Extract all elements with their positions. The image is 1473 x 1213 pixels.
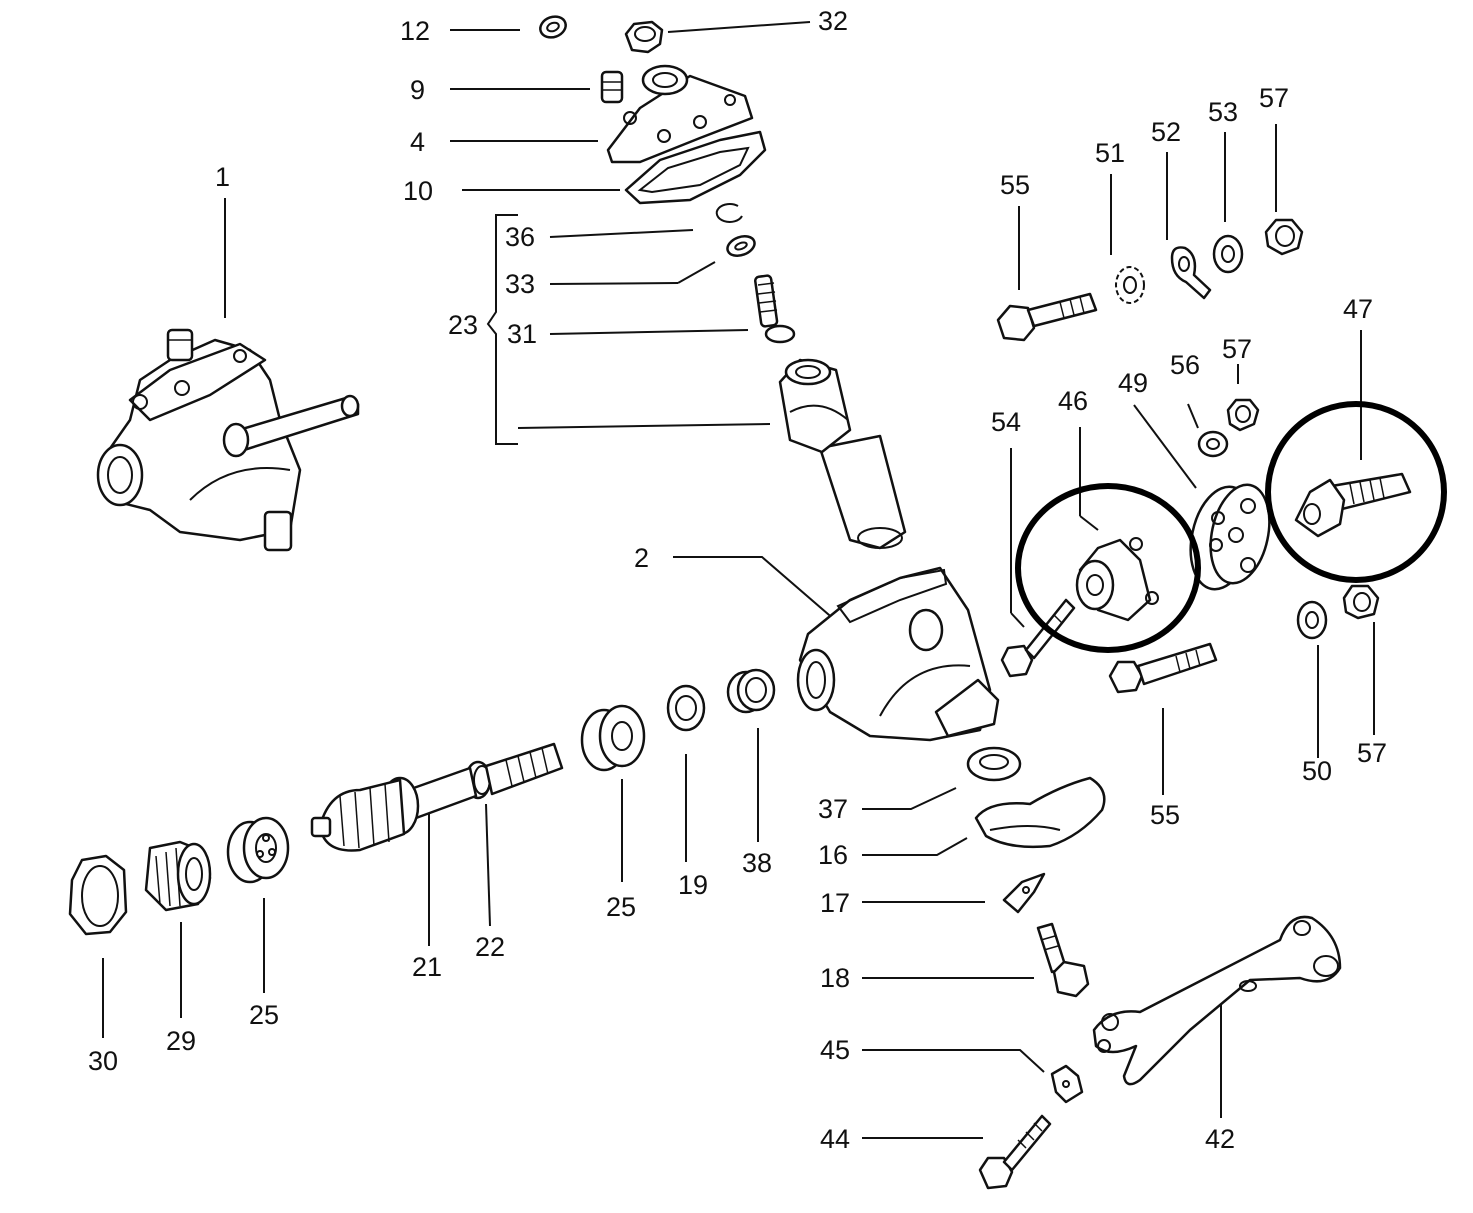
callout-51: 51 [1095,138,1125,168]
highlight-circles [1015,401,1447,653]
callout-19: 19 [678,870,708,900]
part-46-flange [1075,537,1159,622]
callout-4: 4 [410,127,425,157]
part-18-bolt [1036,922,1090,998]
part-16-guide [974,776,1106,849]
callout-17: 17 [820,888,850,918]
callout-9: 9 [410,75,425,105]
callout-2: 2 [634,543,649,573]
callout-38: 38 [742,848,772,878]
part-30-lock-nut [68,854,128,936]
callout-30: 30 [88,1046,118,1076]
callout-36: 36 [505,222,535,252]
callout-12: 12 [400,16,430,46]
part-45-lock-washer [1050,1064,1084,1104]
part-52-tab-washer [1170,246,1212,300]
part-19-washer [666,684,706,732]
part-51-lock-washer [1115,266,1145,304]
part-49-flexible-coupling [1189,483,1271,591]
callout-50: 50 [1302,756,1332,786]
part-47-coupling-shaft [1294,472,1412,538]
part-57-nut-upper [1264,218,1304,256]
part-36-circlip [715,202,743,223]
callout-32: 32 [818,6,848,36]
callout-52: 52 [1151,117,1181,147]
callout-31: 31 [507,319,537,349]
part-17-lock-plate [1002,872,1046,914]
callout-25-lower: 25 [249,1000,279,1030]
callout-23: 23 [448,310,478,340]
callout-1: 1 [215,162,230,192]
callout-45: 45 [820,1035,850,1065]
highlight-part-47 [1265,401,1447,583]
part-25-bearing-lower [226,816,290,884]
part-53-washer [1212,234,1244,274]
part-4-housing-cover [606,64,754,164]
callout-18: 18 [820,963,850,993]
callout-55-lower: 55 [1150,800,1180,830]
part-55-bolt-lower [1108,642,1218,694]
callout-37: 37 [818,794,848,824]
part-56-washer [1197,430,1229,458]
part-57-nut-lower [1342,584,1380,620]
callout-46: 46 [1058,386,1088,416]
highlight-part-46 [1015,483,1201,653]
part-9-adjuster-screw [600,70,624,104]
callout-29: 29 [166,1026,196,1056]
callout-54: 54 [991,407,1021,437]
callout-49: 49 [1118,368,1148,398]
callout-57-upper: 57 [1259,83,1289,113]
part-33-washer [726,235,756,257]
callout-57-lower: 57 [1357,738,1387,768]
part-37-seal [966,746,1022,782]
callout-56: 56 [1170,350,1200,380]
callout-21: 21 [412,952,442,982]
part-2-steering-gear-housing [796,566,1000,742]
part-25-bearing-upper [580,704,646,772]
part-57-nut-middle [1226,398,1260,432]
callout-22: 22 [475,932,505,962]
part-29-adjusting-plug [144,840,212,912]
part-38-bushing [726,668,776,714]
part-12-washer [539,15,567,39]
callout-25-upper: 25 [606,892,636,922]
part-31-adjusting-screw [754,274,796,344]
part-23-sector-shaft [778,358,907,550]
part-50-washer [1296,600,1328,640]
callout-10: 10 [403,176,433,206]
part-44-bolt [978,1114,1052,1190]
part-42-steering-arm [1092,915,1342,1086]
part-10-gasket [624,130,767,205]
callout-44: 44 [820,1124,850,1154]
callout-57-middle: 57 [1222,334,1252,364]
callout-labels: 12 32 9 4 10 36 33 23 31 1 55 51 52 53 5… [88,6,1387,1154]
callout-53: 53 [1208,97,1238,127]
callout-55-upper: 55 [1000,170,1030,200]
part-1-steering-gear-assembly [96,328,360,552]
callout-47: 47 [1343,294,1373,324]
callout-33: 33 [505,269,535,299]
part-32-nut [624,20,664,54]
callout-16: 16 [818,840,848,870]
part-55-bolt-upper [996,292,1098,342]
leader-lines [102,21,1375,1139]
part-21-worm-shaft [310,742,564,852]
callout-42: 42 [1205,1124,1235,1154]
